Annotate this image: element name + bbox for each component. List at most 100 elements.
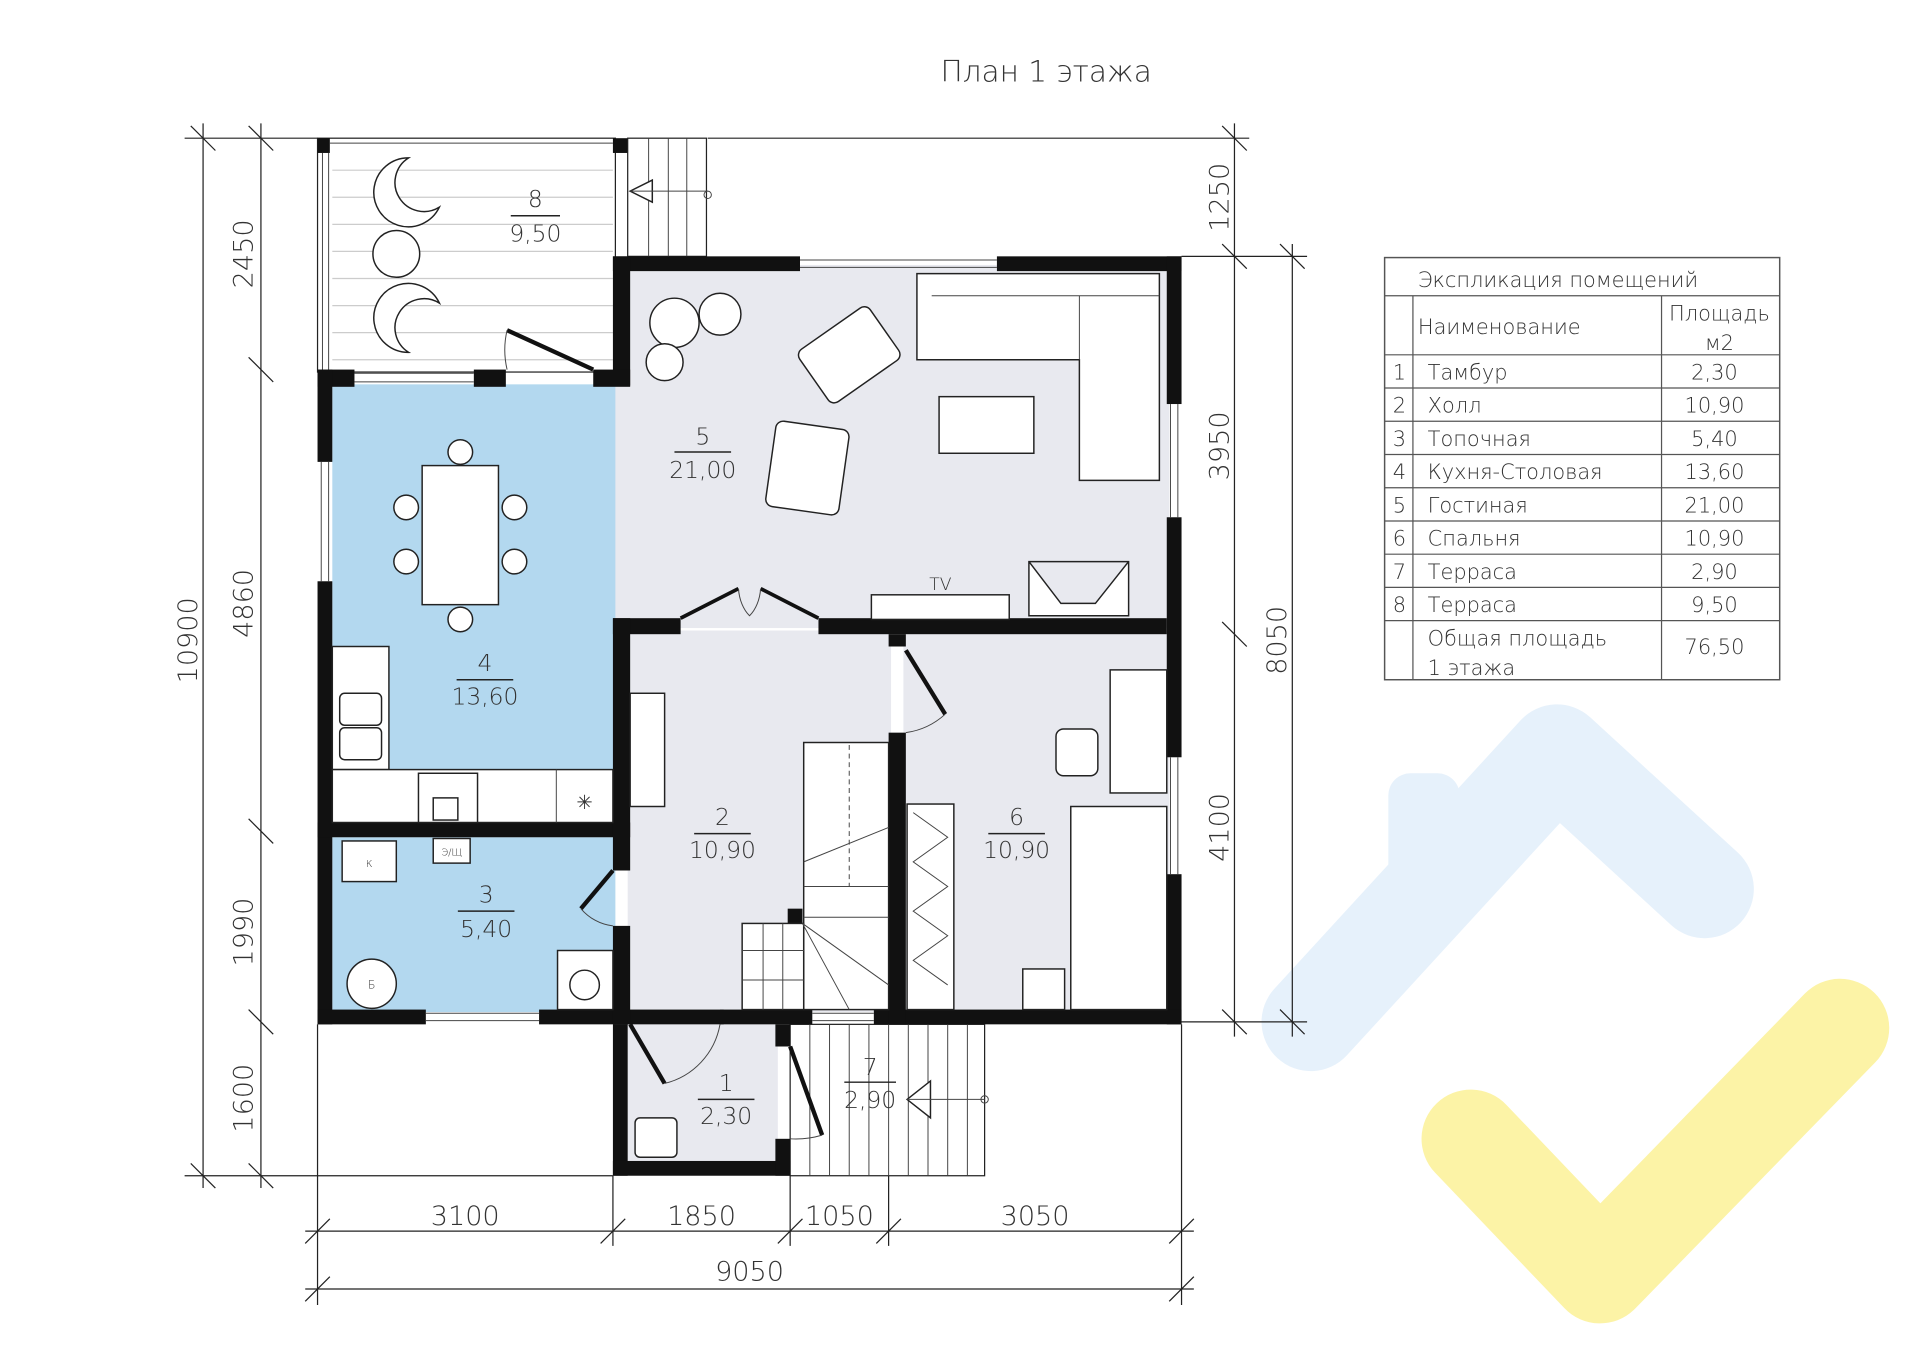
- room-label-2: 210,90: [689, 803, 756, 864]
- logo: [1261, 704, 1890, 1324]
- svg-text:Терраса: Терраса: [1428, 560, 1517, 584]
- round-table: [372, 229, 421, 279]
- svg-text:4860: 4860: [228, 569, 259, 638]
- svg-text:5: 5: [1393, 493, 1406, 517]
- svg-text:8: 8: [528, 185, 543, 213]
- room-label-3: 35,40: [457, 880, 515, 943]
- room-label-5: 521,00: [669, 423, 736, 484]
- armchair-icon: [797, 306, 901, 404]
- svg-text:2450: 2450: [228, 219, 259, 288]
- shoe-mat: [634, 1117, 678, 1159]
- svg-text:5,40: 5,40: [460, 915, 512, 943]
- svg-text:21,00: 21,00: [669, 456, 736, 484]
- svg-text:1850: 1850: [667, 1201, 736, 1232]
- explication-table: Экспликация помещений Наименование Площа…: [1383, 256, 1781, 681]
- svg-text:10,90: 10,90: [1685, 394, 1745, 418]
- living-furniture: TV: [645, 272, 1161, 621]
- svg-text:9,50: 9,50: [509, 220, 561, 248]
- fireplace: [1028, 560, 1130, 617]
- corner-sofa: [916, 272, 1161, 482]
- svg-text:2,90: 2,90: [844, 1086, 896, 1114]
- steps-terrace-8: [627, 137, 712, 257]
- dining-table: [421, 464, 500, 606]
- svg-text:1990: 1990: [228, 898, 259, 967]
- svg-text:2: 2: [715, 803, 730, 831]
- svg-text:5: 5: [695, 423, 710, 451]
- svg-text:13,60: 13,60: [1685, 460, 1745, 484]
- kitchen-furniture: ✳: [331, 438, 614, 824]
- room-label-8: 89,50: [509, 185, 561, 247]
- svg-text:3: 3: [1393, 427, 1406, 451]
- boiler-furniture: К Э/Щ Б: [341, 837, 614, 1011]
- room-label-4: 413,60: [451, 649, 518, 710]
- svg-text:6: 6: [1009, 803, 1024, 831]
- svg-text:1050: 1050: [805, 1201, 874, 1232]
- svg-text:4: 4: [477, 649, 492, 677]
- svg-text:6: 6: [1393, 527, 1406, 551]
- svg-text:9050: 9050: [715, 1256, 784, 1287]
- svg-text:3: 3: [479, 880, 494, 908]
- total-label: Общая площадь: [1428, 626, 1607, 650]
- plan-title: План 1 этажа: [940, 55, 1151, 89]
- room-label-6: 610,90: [983, 803, 1050, 864]
- fridge-icon: ✳: [576, 791, 593, 814]
- svg-text:2: 2: [1393, 394, 1406, 418]
- hall-furniture: [629, 692, 890, 1011]
- svg-text:Топочная: Топочная: [1428, 427, 1531, 451]
- svg-text:Тамбур: Тамбур: [1428, 360, 1508, 384]
- svg-text:Кухня-Столовая: Кухня-Столовая: [1428, 460, 1603, 484]
- svg-text:1250: 1250: [1204, 163, 1235, 232]
- svg-text:2,30: 2,30: [1691, 360, 1738, 384]
- total-area: 76,50: [1685, 635, 1745, 659]
- svg-text:9,50: 9,50: [1691, 593, 1738, 617]
- svg-text:2,30: 2,30: [700, 1102, 752, 1130]
- desk: [1109, 669, 1168, 794]
- svg-text:Терраса: Терраса: [1428, 593, 1517, 617]
- svg-text:Гостиная: Гостиная: [1428, 493, 1528, 517]
- svg-text:21,00: 21,00: [1685, 493, 1745, 517]
- svg-text:1: 1: [1393, 360, 1406, 384]
- svg-text:1 этажа: 1 этажа: [1428, 656, 1516, 680]
- room-label-1: 12,30: [697, 1069, 755, 1130]
- svg-text:1: 1: [719, 1069, 734, 1097]
- svg-text:8050: 8050: [1262, 606, 1293, 675]
- panel-label: Э/Щ: [441, 848, 462, 859]
- svg-text:4: 4: [1393, 460, 1406, 484]
- svg-text:10,90: 10,90: [983, 836, 1050, 864]
- svg-text:4100: 4100: [1204, 793, 1235, 862]
- svg-text:3950: 3950: [1204, 411, 1235, 480]
- svg-text:1600: 1600: [228, 1064, 259, 1133]
- tv-label: TV: [929, 575, 952, 595]
- svg-text:13,60: 13,60: [451, 682, 518, 710]
- walls: [317, 256, 1182, 1176]
- tv-stand: [870, 594, 1010, 621]
- armchair-icon: [373, 157, 442, 228]
- plant-icon: [645, 292, 742, 382]
- svg-text:Спальня: Спальня: [1428, 527, 1521, 551]
- svg-text:3100: 3100: [431, 1201, 500, 1232]
- svg-text:10,90: 10,90: [689, 836, 756, 864]
- svg-text:10,90: 10,90: [1685, 527, 1745, 551]
- coffee-table: [938, 395, 1035, 455]
- col-area-header: Площадь: [1669, 301, 1770, 325]
- windows: [320, 259, 1179, 1022]
- bed: [1070, 805, 1168, 1011]
- dimensions: 10900 2450 4860 1990 1600 1250 3950 4100…: [173, 123, 1308, 1305]
- svg-text:3050: 3050: [1001, 1201, 1070, 1232]
- terrace-8: [316, 137, 628, 373]
- svg-text:2,90: 2,90: [1691, 560, 1738, 584]
- staircase: [802, 741, 890, 1011]
- tank-label: Б: [368, 979, 376, 992]
- col-name-header: Наименование: [1418, 315, 1581, 339]
- svg-text:10900: 10900: [173, 597, 204, 683]
- armchair-icon: [373, 282, 442, 354]
- steps-terrace-7: [789, 1023, 989, 1177]
- svg-text:м2: м2: [1705, 331, 1734, 355]
- doors: [504, 328, 948, 1140]
- svg-text:Холл: Холл: [1428, 394, 1482, 418]
- bedroom-furniture: [906, 669, 1168, 1011]
- svg-text:8: 8: [1393, 593, 1406, 617]
- room-label-7: 72,90: [844, 1053, 896, 1114]
- room-labels: 89,50 521,00 413,60 35,40 210,90 610,90 …: [451, 185, 1050, 1130]
